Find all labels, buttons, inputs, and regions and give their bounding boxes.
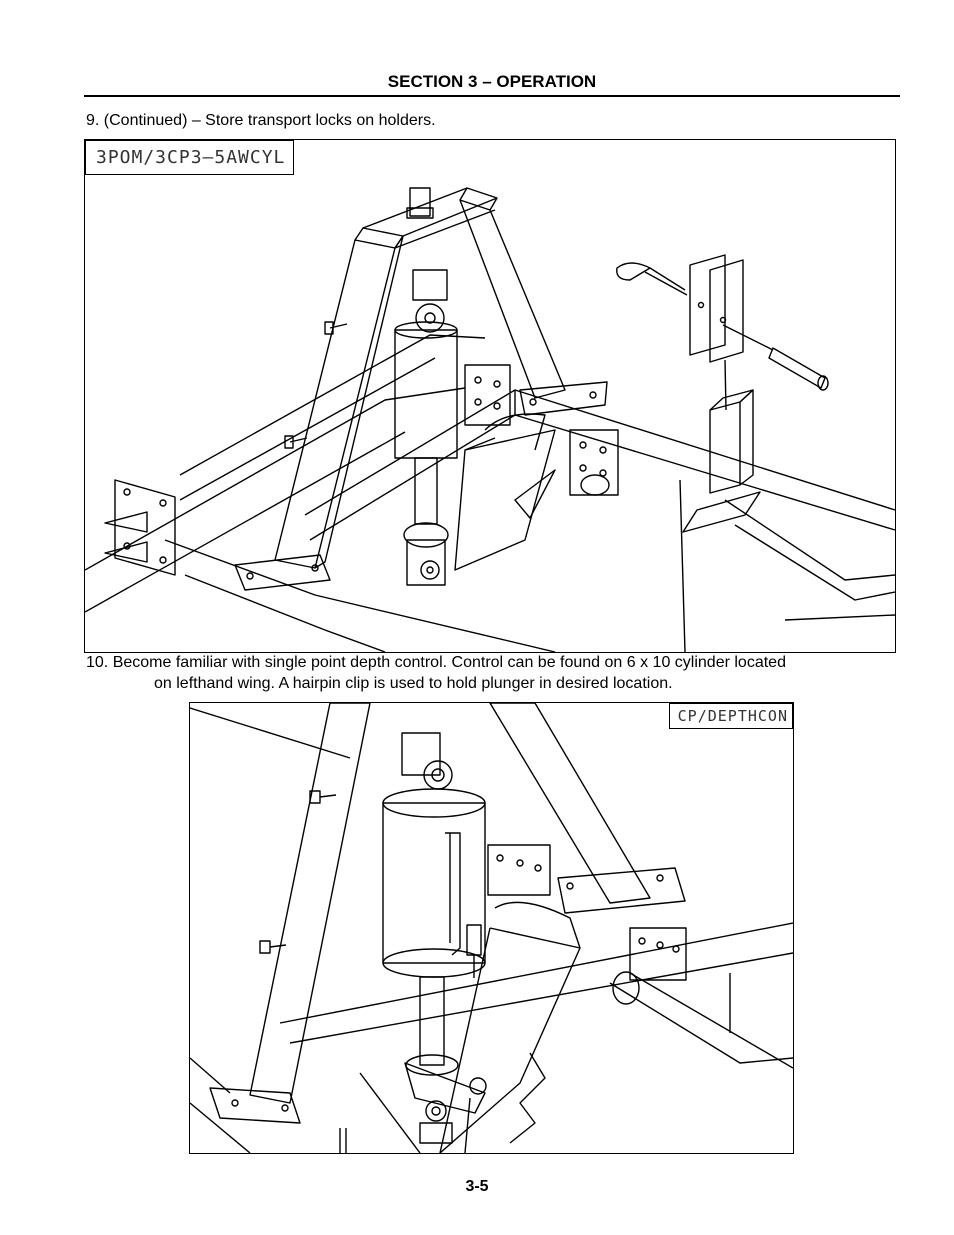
header-rule — [84, 95, 900, 97]
transport-lock-drawing — [85, 187, 895, 652]
page-number: 3-5 — [465, 1178, 489, 1195]
step-10-line-2: on lefthand wing. A hairpin clip is used… — [154, 675, 673, 692]
depth-control-drawing — [190, 703, 793, 1153]
figure-1-label: 3POM/3CP3–5AWCYL — [85, 140, 295, 175]
figure-2-label: CP/DEPTHCON — [668, 703, 793, 729]
figure-depth-control: CP/DEPTHCON — [189, 702, 794, 1154]
step-9-text: 9. (Continued) – Store transport locks o… — [86, 112, 436, 129]
step-10-text: 10. Become familiar with single point de… — [86, 652, 902, 694]
figure-transport-lock-storage: 3POM/3CP3–5AWCYL — [84, 139, 896, 653]
section-title: SECTION 3 – OPERATION — [387, 72, 597, 91]
step-10-line-1: 10. Become familiar with single point de… — [86, 654, 786, 671]
